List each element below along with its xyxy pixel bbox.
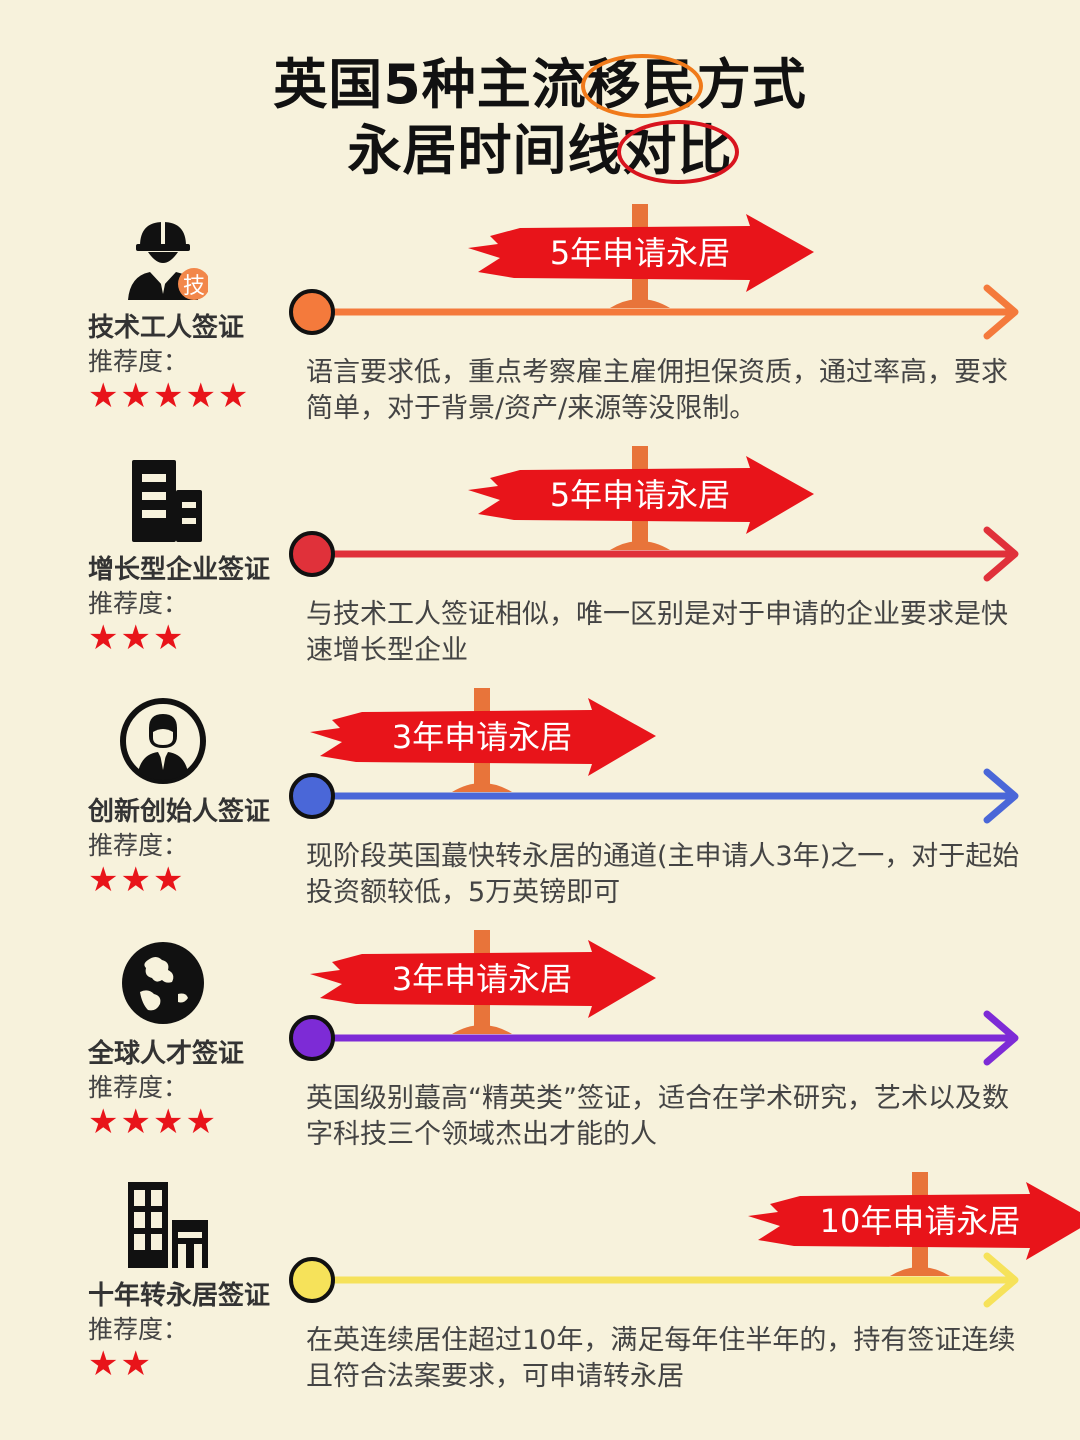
page-title-line-2: 永居时间线对比 xyxy=(0,118,1080,184)
rating-stars: ★★★ xyxy=(88,618,186,658)
businessman-avatar-icon xyxy=(118,696,208,786)
timeline-arrowhead xyxy=(983,1252,1019,1308)
globe-icon xyxy=(118,938,208,1028)
timeline-arrowhead xyxy=(983,768,1019,824)
timeline-badge-label: 3年申请永居 xyxy=(392,960,572,998)
timeline-graphic: 3年申请永居 xyxy=(289,688,1019,824)
timeline-graphic: 5年申请永居 xyxy=(289,446,1019,582)
visa-description: 现阶段英国蕞快转永居的通道(主申请人3年)之一，对于起始投资额较低，5万英镑即可 xyxy=(306,841,1020,908)
visa-name: 增长型企业签证 xyxy=(88,555,271,585)
signpost-base xyxy=(610,299,670,308)
timeline-arrowhead xyxy=(983,1010,1019,1066)
office-building-icon xyxy=(118,454,208,544)
timeline-graphic: 10年申请永居 xyxy=(289,1172,1080,1308)
signpost-base xyxy=(610,541,670,550)
timeline-badge-arrow xyxy=(310,698,656,776)
visa-description: 在英连续居住超过10年，满足每年住半年的，持有签证连续且符合法案要求，可申请转永… xyxy=(306,1325,1016,1392)
visa-description: 语言要求低，重点考察雇主雇佣担保资质，通过率高，要求简单，对于背景/资产/来源等… xyxy=(306,357,1008,424)
timeline-arrowhead xyxy=(983,284,1019,340)
timeline-graphic: 3年申请永居 xyxy=(289,930,1019,1066)
visa-row: 全球人才签证推荐度：★★★★ 3年申请永居英国级别蕞高“精英类”签证，适合在学术研… xyxy=(0,930,1080,1178)
timeline-start-node xyxy=(289,531,335,577)
visa-row: 创新创始人签证推荐度：★★★ 3年申请永居现阶段英国蕞快转永居的通道(主申请人3年… xyxy=(0,688,1080,936)
visa-row: 技技术工人签证推荐度：★★★★★ 5年申请永居语言要求低，重点考察雇主雇佣担保资质… xyxy=(0,204,1080,452)
visa-name: 技术工人签证 xyxy=(88,313,245,343)
signpost-base xyxy=(890,1267,950,1276)
rating-stars: ★★ xyxy=(88,1344,153,1384)
visa-name: 创新创始人签证 xyxy=(88,797,271,827)
timeline-start-node xyxy=(289,1015,335,1061)
visa-row: 十年转永居签证推荐度：★★ 10年申请永居在英连续居住超过10年，满足每年住半年的… xyxy=(0,1172,1080,1420)
worker-hardhat-icon: 技 xyxy=(118,212,210,302)
visa-name: 十年转永居签证 xyxy=(88,1281,271,1311)
timeline-badge-label: 10年申请永居 xyxy=(820,1202,1021,1240)
title-text-1b: 方式 xyxy=(696,53,807,116)
rating-stars: ★★★★ xyxy=(88,1102,218,1142)
recommend-label: 推荐度： xyxy=(88,347,189,376)
visa-description: 英国级别蕞高“精英类”签证，适合在学术研究，艺术以及数字科技三个领域杰出才能的人 xyxy=(306,1083,1009,1150)
timeline-badge-arrow xyxy=(748,1182,1080,1260)
timeline-start-node xyxy=(289,773,335,819)
rating-stars: ★★★ xyxy=(88,860,186,900)
signpost-base xyxy=(452,783,512,792)
timeline-badge-arrow xyxy=(310,940,656,1018)
timeline-arrowhead xyxy=(983,526,1019,582)
timeline-badge-label: 3年申请永居 xyxy=(392,718,572,756)
visa-name: 全球人才签证 xyxy=(88,1039,245,1069)
title-circled-word-2: 对比 xyxy=(616,119,739,184)
page-title-line-1: 英国5种主流移民方式 xyxy=(0,52,1080,118)
timeline-start-node xyxy=(289,289,335,335)
icon-badge-text: 技 xyxy=(183,274,205,299)
recommend-label: 推荐度： xyxy=(88,1315,189,1344)
timeline-graphic: 5年申请永居 xyxy=(289,204,1019,340)
recommend-label: 推荐度： xyxy=(88,589,189,618)
timeline-badge-arrow xyxy=(468,214,814,292)
signpost-base xyxy=(452,1025,512,1034)
city-buildings-icon xyxy=(118,1180,208,1270)
timeline-badge-arrow xyxy=(468,456,814,534)
title-circled-word-1: 移民 xyxy=(580,53,703,118)
title-text-1a: 英国5种主流 xyxy=(273,53,587,116)
visa-description: 与技术工人签证相似，唯一区别是对于申请的企业要求是快速增长型企业 xyxy=(306,599,1008,666)
recommend-label: 推荐度： xyxy=(88,831,189,860)
timeline-badge-label: 5年申请永居 xyxy=(550,476,730,514)
timeline-badge-label: 5年申请永居 xyxy=(550,234,730,272)
visa-row: 增长型企业签证推荐度：★★★ 5年申请永居与技术工人签证相似，唯一区别是对于申请的… xyxy=(0,446,1080,694)
recommend-label: 推荐度： xyxy=(88,1073,189,1102)
timeline-start-node xyxy=(289,1257,335,1303)
title-text-2a: 永居时间线 xyxy=(347,119,623,182)
rating-stars: ★★★★★ xyxy=(88,376,251,416)
